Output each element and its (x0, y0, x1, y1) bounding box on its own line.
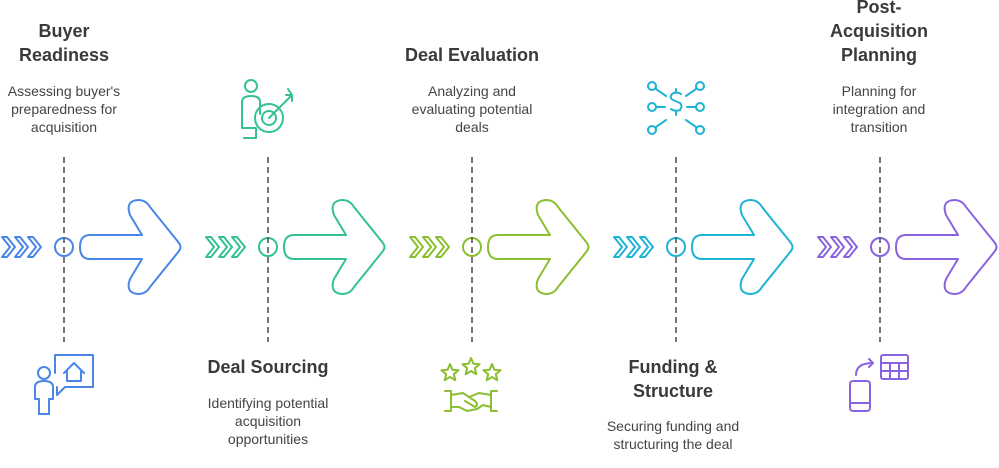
icon-arrow (268, 88, 293, 119)
stage-2-group (205, 199, 386, 295)
stage-5-description: Planning for integration and transition (832, 83, 926, 135)
icon-table (880, 354, 909, 380)
icon-node-4 (695, 81, 705, 91)
icon-body (34, 380, 54, 415)
icon-dollar (669, 88, 683, 116)
icon-star-2 (461, 357, 481, 376)
dollar-network-icon (647, 81, 705, 135)
stars-handshake-icon (440, 357, 502, 412)
stage-5-title: Post- Acquisition Planning (830, 0, 928, 65)
chevron-4-2 (626, 236, 641, 258)
icon-body (241, 95, 261, 139)
chevron-4-1 (613, 236, 628, 258)
icon-star-1 (440, 363, 460, 382)
stage-5-arrow (895, 199, 998, 295)
stage-1-description: Assessing buyer's preparedness for acqui… (7, 83, 121, 135)
phone-table-swap-icon (849, 354, 909, 412)
chevron-1-3 (27, 236, 42, 258)
icon-target-outer (254, 103, 284, 133)
icon-house (63, 362, 85, 382)
icon-head (37, 366, 51, 380)
icon-links (655, 88, 697, 128)
icon-handshake (444, 390, 498, 412)
chevron-5-2 (830, 236, 845, 258)
stage-2-description: Identifying potential acquisition opport… (207, 395, 329, 447)
icon-node-1 (647, 81, 657, 91)
chevron-2-3 (231, 236, 246, 258)
icon-node-3 (647, 125, 657, 135)
icon-table-grid (880, 362, 909, 380)
chevron-5-3 (843, 236, 858, 258)
person-target-icon (241, 79, 293, 139)
chevron-1-2 (14, 236, 29, 258)
chevron-3-2 (422, 236, 437, 258)
icon-phone (849, 380, 871, 412)
chevron-1-1 (1, 236, 16, 258)
icon-swap-arrow (855, 358, 874, 376)
stage-2-arrow (283, 199, 386, 295)
stage-2-title: Deal Sourcing (207, 357, 329, 377)
stage-4-description: Securing funding and structuring the dea… (606, 418, 740, 452)
chevron-2-2 (218, 236, 233, 258)
icon-node-5 (695, 102, 705, 112)
chevron-5-1 (817, 236, 832, 258)
icon-target-inner (261, 110, 277, 126)
icon-star-3 (482, 363, 502, 382)
stage-3-arrow (487, 199, 590, 295)
chevron-4-3 (639, 236, 654, 258)
stage-4-arrow (691, 199, 794, 295)
icon-node-2 (647, 102, 657, 112)
icon-head (244, 79, 258, 93)
stage-3-description: Analyzing and evaluating potential deals (411, 83, 533, 135)
chevron-3-1 (409, 236, 424, 258)
stage-4-title: Funding & Structure (628, 357, 718, 401)
chevron-3-3 (435, 236, 450, 258)
stage-5-group (817, 199, 998, 295)
icon-node-6 (695, 125, 705, 135)
stage-3-group (409, 199, 590, 295)
stage-1-group (1, 199, 182, 295)
stage-1-arrow (79, 199, 182, 295)
stage-1-title: Buyer Readiness (18, 21, 110, 65)
person-home-icon (34, 354, 94, 415)
chevron-2-1 (205, 236, 220, 258)
icon-frame (54, 354, 94, 396)
stage-4-group (613, 199, 794, 295)
stage-3-title: Deal Evaluation (404, 45, 540, 65)
